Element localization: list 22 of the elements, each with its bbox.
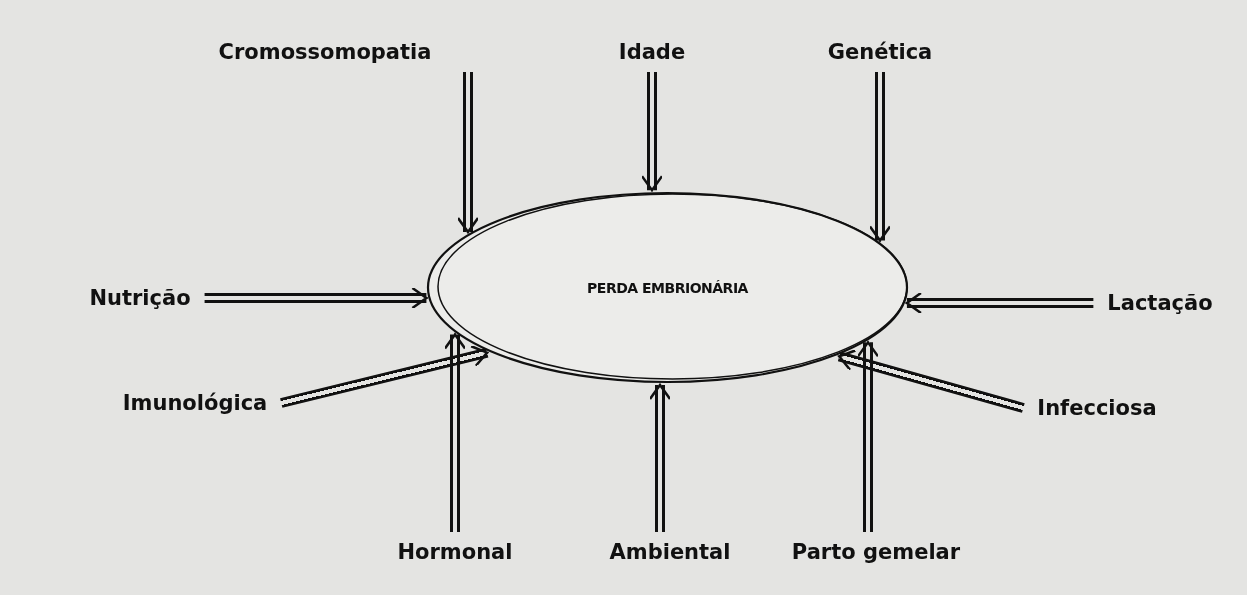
factor-label: Idade xyxy=(618,40,686,64)
double-arrow xyxy=(837,349,1025,413)
double-arrow xyxy=(905,291,1094,315)
outcome-ellipse xyxy=(425,190,910,385)
factor-label: Nutrição xyxy=(89,286,191,310)
double-arrow xyxy=(856,341,880,532)
double-arrow xyxy=(648,383,672,532)
factor-label: Lactação xyxy=(1107,291,1213,315)
double-arrow xyxy=(868,72,892,242)
factor-label: Hormonal xyxy=(397,540,513,564)
double-arrow xyxy=(456,72,480,234)
double-arrow xyxy=(443,333,467,532)
double-arrow xyxy=(280,345,489,408)
factor-label: Infecciosa xyxy=(1037,396,1157,420)
factor-label: Parto gemelar xyxy=(791,540,961,564)
factor-label: Cromossomopatia xyxy=(218,40,432,64)
factor-label: Genética xyxy=(827,40,933,64)
factor-label: Ambiental xyxy=(609,540,731,564)
outcome-text: PERDA EMBRIONÁRIA xyxy=(587,279,748,296)
double-arrow xyxy=(640,72,664,192)
factor-label: Imunológica xyxy=(122,391,268,415)
double-arrow xyxy=(204,286,428,310)
